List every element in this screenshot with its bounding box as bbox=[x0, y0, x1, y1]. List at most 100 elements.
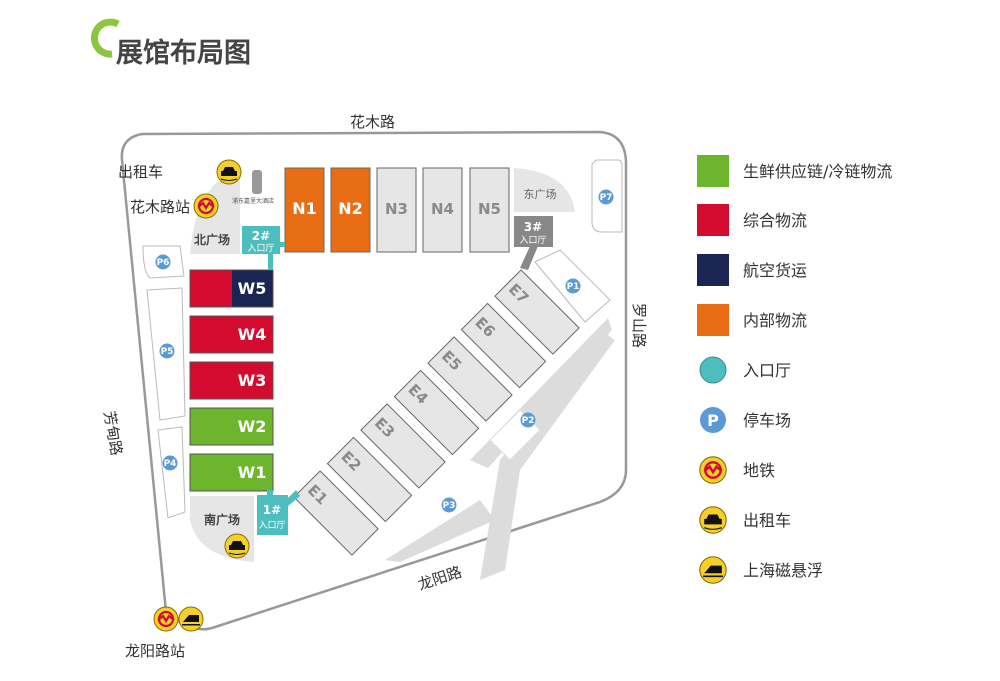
entrance-2-connector bbox=[268, 252, 273, 270]
parking-p5: P5 bbox=[159, 343, 175, 359]
entrance-2[interactable] bbox=[242, 226, 280, 254]
parking-icon bbox=[565, 278, 581, 294]
parking-p2: P2 bbox=[520, 412, 536, 428]
entrance-hall-icon bbox=[699, 356, 727, 384]
parking-symbol: P bbox=[707, 411, 719, 430]
maglev-icon bbox=[178, 606, 204, 632]
legend-item: 入口厅 bbox=[699, 356, 791, 384]
legend-item: 上海磁悬浮 bbox=[699, 556, 823, 584]
hall-shape bbox=[326, 436, 413, 523]
legend-item: 综合物流 bbox=[697, 204, 807, 236]
hall-label: N2 bbox=[338, 199, 363, 218]
hall-shape bbox=[427, 336, 513, 422]
parking-icon bbox=[159, 343, 175, 359]
road-area bbox=[385, 500, 495, 562]
taxi-icon bbox=[216, 159, 242, 185]
entrance-2-label: 入口厅 bbox=[247, 243, 274, 254]
road-huamu: 花木路 bbox=[350, 113, 395, 131]
hall-e7[interactable]: E7 bbox=[494, 269, 580, 355]
title-logo-arc bbox=[90, 18, 120, 58]
hall-w3[interactable] bbox=[189, 361, 274, 400]
hall-label: N5 bbox=[478, 200, 501, 218]
parking-p6: P6 bbox=[155, 254, 171, 270]
parking-icon bbox=[520, 412, 536, 428]
hall-w2[interactable] bbox=[189, 407, 274, 446]
hall-n1[interactable] bbox=[284, 167, 325, 253]
hall-label: W5 bbox=[238, 279, 267, 298]
entrance-1[interactable] bbox=[257, 495, 288, 535]
hall-w5-air-cargo-section bbox=[232, 270, 273, 307]
hall-shape bbox=[460, 302, 547, 389]
parking-label: P2 bbox=[522, 416, 535, 426]
parking-p3: P3 bbox=[441, 497, 457, 513]
entrance-3-number: 3# bbox=[524, 220, 542, 234]
hall-e6[interactable]: E6 bbox=[460, 302, 547, 389]
north-plaza-label: 北广场 bbox=[194, 232, 230, 247]
metro-icon bbox=[152, 605, 180, 633]
legend-label: 入口厅 bbox=[743, 361, 791, 380]
hall-n4[interactable] bbox=[422, 167, 463, 253]
hall-w4[interactable] bbox=[189, 315, 274, 354]
parking-area-p4 bbox=[157, 426, 186, 519]
parking-p4: P4 bbox=[162, 455, 178, 471]
hotel-building-icon bbox=[252, 170, 262, 194]
metro-icon bbox=[698, 455, 728, 485]
hall-e5[interactable]: E5 bbox=[427, 336, 513, 422]
legend-label: 综合物流 bbox=[743, 211, 807, 230]
hotel-label: 浦东嘉里大酒店 bbox=[232, 197, 274, 205]
entrance-1-connector bbox=[267, 490, 273, 496]
legend-label: 航空货运 bbox=[743, 261, 807, 280]
parking-label: P7 bbox=[600, 193, 613, 203]
road-luoshan: 罗山路 bbox=[630, 303, 648, 348]
parking-label: P4 bbox=[164, 459, 177, 469]
hall-n2[interactable] bbox=[330, 167, 371, 253]
south-plaza-label: 南广场 bbox=[204, 512, 240, 527]
hall-label: N1 bbox=[292, 199, 317, 218]
taxi-icon bbox=[699, 506, 727, 534]
hall-shape bbox=[393, 369, 480, 456]
hall-label: W4 bbox=[238, 325, 267, 344]
entrance-1-number: 1# bbox=[263, 503, 281, 517]
metro-icon bbox=[192, 192, 220, 220]
entrance-3[interactable] bbox=[514, 216, 553, 247]
road-longyang: 龙阳路 bbox=[416, 563, 464, 594]
hall-label: N3 bbox=[385, 200, 408, 218]
parking-icon bbox=[155, 254, 171, 270]
navy-square bbox=[697, 254, 729, 286]
hall-label: N4 bbox=[431, 200, 454, 218]
parking-label: P1 bbox=[567, 282, 580, 292]
hall-n5[interactable] bbox=[469, 167, 510, 253]
hall-e1[interactable]: E1 bbox=[293, 470, 379, 556]
taxi-label: 出租车 bbox=[118, 163, 163, 181]
hall-shape bbox=[494, 269, 580, 355]
legend-item: 内部物流 bbox=[697, 304, 807, 336]
parking-label: P6 bbox=[157, 258, 170, 268]
hall-n3[interactable] bbox=[376, 167, 417, 253]
page-title: 展馆布局图 bbox=[116, 37, 251, 69]
parking-label: P3 bbox=[443, 501, 456, 511]
road-fangdian: 芳甸路 bbox=[100, 410, 126, 457]
hall-e3[interactable]: E3 bbox=[360, 403, 446, 489]
legend-label: 停车场 bbox=[743, 411, 791, 430]
hall-shape bbox=[360, 403, 446, 489]
taxi-icon bbox=[224, 533, 250, 559]
red-square bbox=[697, 204, 729, 236]
entrance-3-connector bbox=[520, 246, 538, 270]
parking-p1: P1 bbox=[565, 278, 581, 294]
legend-item: 航空货运 bbox=[697, 254, 807, 286]
east-plaza-label: 东广场 bbox=[524, 187, 557, 201]
entrance-2-connector bbox=[279, 242, 285, 247]
orange-square bbox=[697, 304, 729, 336]
parking-icon bbox=[441, 497, 457, 513]
parking-icon bbox=[162, 455, 178, 471]
hall-label: W1 bbox=[238, 463, 267, 482]
legend-label: 上海磁悬浮 bbox=[743, 561, 823, 580]
hall-e2[interactable]: E2 bbox=[326, 436, 413, 523]
parking-icon bbox=[700, 407, 726, 433]
legend-item: 生鲜供应链/冷链物流 bbox=[697, 155, 892, 187]
legend-label: 地铁 bbox=[743, 461, 775, 480]
maglev-icon bbox=[699, 556, 727, 584]
hall-w1[interactable] bbox=[189, 453, 274, 492]
hall-e4[interactable]: E4 bbox=[393, 369, 480, 456]
